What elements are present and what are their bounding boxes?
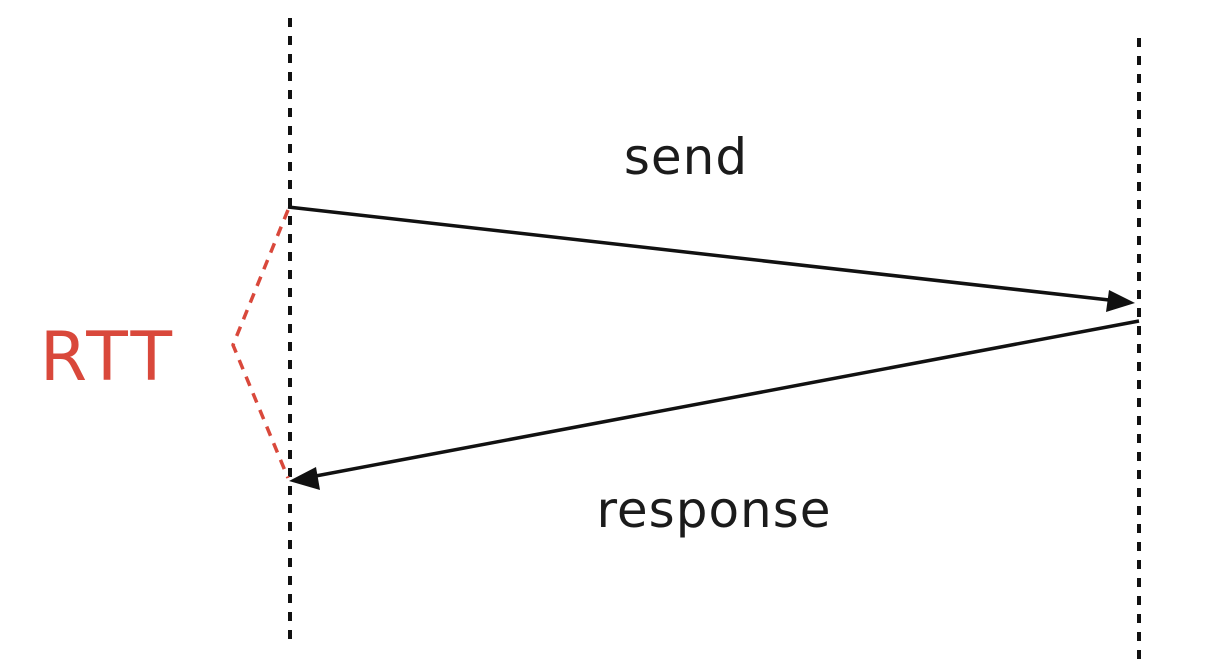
rtt-label: RTT xyxy=(40,318,176,397)
response-label: response xyxy=(596,481,831,539)
send-arrowhead xyxy=(1106,290,1135,312)
response-arrow xyxy=(289,319,1140,490)
send-label: send xyxy=(624,128,748,186)
send-arrow xyxy=(287,205,1135,312)
response-arrowhead xyxy=(289,467,320,490)
rtt-bracket xyxy=(231,209,290,479)
